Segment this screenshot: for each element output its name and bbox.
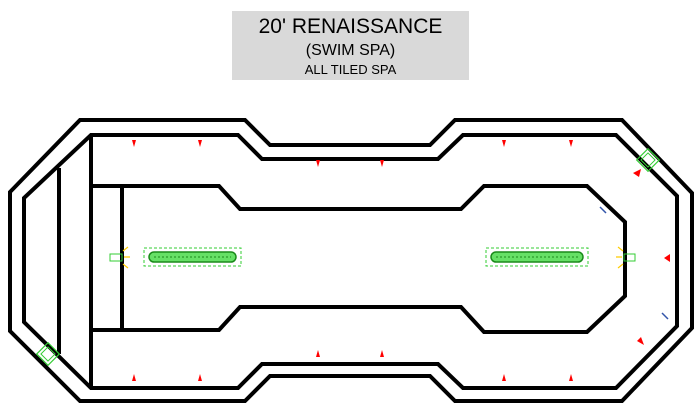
jet-icon (132, 140, 136, 147)
outer-wall (8, 118, 694, 403)
title-box: 20' RENAISSANCE (SWIM SPA) ALL TILED SPA (232, 11, 469, 80)
jet-icon (198, 140, 202, 147)
spa-light-right-icon (616, 246, 636, 269)
spa-light-left-icon (109, 246, 130, 269)
jet-icon (633, 169, 641, 177)
jet-icon (502, 374, 506, 381)
jet-icon (316, 160, 320, 167)
return-fitting-upper-icon (599, 206, 607, 214)
jet-icon (198, 374, 202, 381)
jet-icon (569, 374, 573, 381)
skimmer-bottom-left-icon (35, 341, 61, 367)
jets-group (132, 140, 670, 381)
skimmer-top-right-icon (635, 147, 661, 173)
jet-icon (132, 374, 136, 381)
spa-type-subtitle: (SWIM SPA) (305, 42, 396, 59)
finish-note: ALL TILED SPA (304, 62, 397, 77)
return-fitting-lower-icon (661, 312, 669, 320)
main-drain-left (143, 247, 242, 267)
main-drain-right (485, 247, 589, 267)
jet-icon (664, 254, 670, 262)
bench-outline (89, 184, 627, 334)
jet-icon (637, 337, 644, 345)
jet-icon (569, 140, 573, 147)
jet-icon (502, 140, 506, 147)
spa-model-title: 20' RENAISSANCE (258, 15, 443, 38)
jet-icon (380, 350, 384, 357)
jet-icon (316, 350, 320, 357)
inner-wall (22, 133, 679, 390)
jet-icon (380, 160, 384, 167)
